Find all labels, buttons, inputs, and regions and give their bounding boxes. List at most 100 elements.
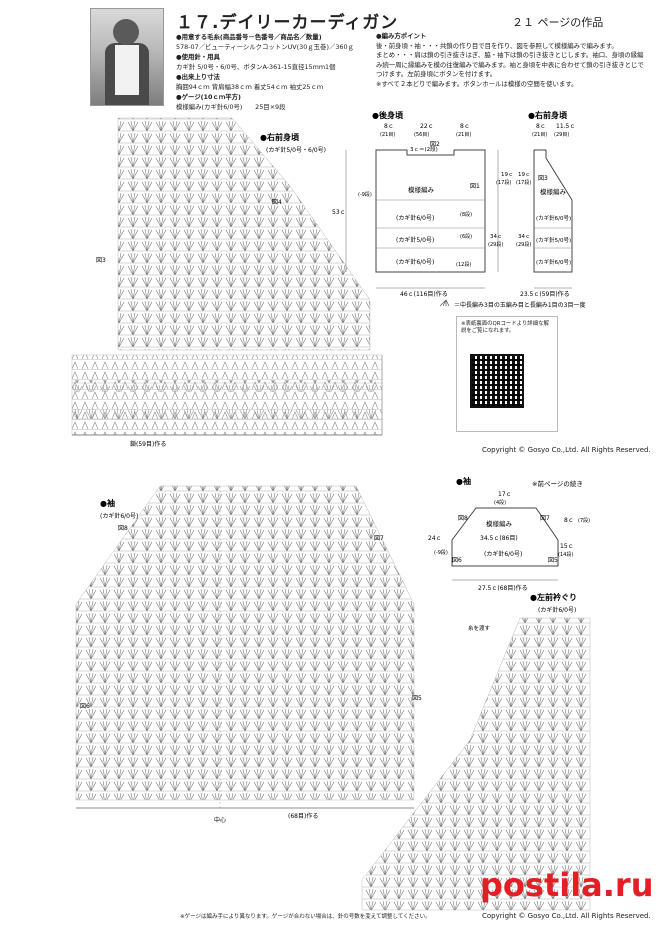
sleeve-schem-fig6: 図6 bbox=[452, 557, 462, 564]
sleeve-schem-fig8: 図8 bbox=[458, 515, 468, 522]
front-side-rows: (29段) bbox=[516, 241, 531, 248]
front-schematic-title: ●右前身頃 bbox=[528, 110, 568, 120]
back-dim-2: 22ｃ bbox=[420, 123, 434, 130]
back-hook-upper: (カギ針6/0号) bbox=[396, 214, 434, 222]
right-front-chart bbox=[71, 117, 383, 436]
back-rows-a: (8段) bbox=[460, 211, 472, 218]
back-rows-b: (6段) bbox=[460, 233, 472, 240]
start-chain-front: 鎖(59目)作る bbox=[130, 440, 166, 448]
sleeve-right-top: 8ｃ bbox=[564, 517, 574, 524]
sleeve-right-mid-rows: (14段) bbox=[558, 551, 573, 558]
size-heading: ●出来上り寸法 bbox=[176, 73, 220, 81]
points-line-2: まとめ・・・肩は鎖の引き抜きはぎ、脇・袖下は鎖の引き抜きとじします。袖口、身頃の… bbox=[376, 51, 644, 78]
left-neck-chart bbox=[361, 617, 591, 911]
yarn-attach: 糸を渡す bbox=[468, 624, 491, 632]
sleeve-schem-width: 27.5ｃ(68目)作る bbox=[478, 584, 528, 592]
fig3-label: 図3 bbox=[96, 257, 106, 264]
front-arm: 19ｃ bbox=[518, 172, 531, 178]
copyright-top: Copyright © Gosyo Co.,Ltd. All Rights Re… bbox=[482, 446, 651, 454]
materials-info: ●用意する毛糸(商品番号－色番号／商品名／数量) 578-07／ビューティーシル… bbox=[176, 32, 372, 112]
back-sub-1: (21目) bbox=[380, 132, 395, 138]
sleeve-top: 17ｃ bbox=[498, 491, 512, 498]
back-gauge-left: (-9段) bbox=[358, 191, 372, 198]
sleeve-top-rows: (4段) bbox=[494, 499, 506, 506]
front-arm-rows: (17段) bbox=[516, 179, 531, 186]
sleeve-fig6: 図6 bbox=[80, 703, 90, 710]
front-sub-1: (21目) bbox=[532, 132, 547, 138]
front-sub-2: (29目) bbox=[554, 132, 569, 138]
yarn-heading: ●用意する毛糸(商品番号－色番号／商品名／数量) bbox=[176, 33, 322, 41]
sleeve-title: ●袖 bbox=[100, 498, 115, 508]
back-title: ●後身頃 bbox=[372, 110, 404, 120]
yarn-value: 578-07／ビューティーシルクコットンUV(30ｇ玉巻)／360ｇ bbox=[176, 43, 354, 51]
continued-note: ※前ページの続き bbox=[532, 479, 583, 488]
back-fig1: 図1 bbox=[470, 183, 480, 190]
back-sub-3: (21目) bbox=[456, 132, 471, 138]
page-title: １７.デイリーカーディガン bbox=[176, 13, 399, 33]
sleeve-right-mid: 15ｃ bbox=[560, 543, 574, 550]
front-schematic bbox=[533, 149, 573, 289]
footer-note: ※ゲージは編み手により異なります。ゲージが合わない場合は、針の号数を変えて調整し… bbox=[180, 914, 431, 920]
back-dim-3: 8ｃ bbox=[460, 123, 470, 130]
sleeve-schem-fig5: 図5 bbox=[548, 557, 558, 564]
left-neck-hook: (カギ針6/0号) bbox=[538, 606, 576, 614]
front-fig3: 図3 bbox=[538, 175, 548, 182]
back-width: 46ｃ(116目)作る bbox=[400, 290, 448, 298]
front-hook-upper: (カギ針6/0号) bbox=[536, 214, 571, 222]
sleeve-schematic-title: ●袖 bbox=[456, 476, 471, 486]
back-arm-rows: (17段) bbox=[496, 179, 511, 186]
fig4-label: 図4 bbox=[272, 199, 282, 206]
front-pattern: 模様編み bbox=[540, 187, 567, 196]
right-front-hook: (カギ針5/0号・6/0号) bbox=[266, 146, 326, 154]
back-fig2: 図2 bbox=[430, 141, 440, 148]
back-arm: 19ｃ bbox=[501, 172, 514, 178]
back-rows-c: (12段) bbox=[456, 261, 471, 268]
sleeve-hook: (カギ針6/0号) bbox=[100, 512, 138, 520]
size-value: 胸囲94ｃｍ 背肩幅38ｃｍ 着丈54ｃｍ 袖丈25ｃｍ bbox=[176, 83, 324, 91]
page-reference: ２１ ページの作品 bbox=[512, 16, 604, 29]
back-neck: 3ｃ＝(2段) bbox=[410, 145, 438, 153]
copyright-bottom: Copyright © Gosyo Co.,Ltd. All Rights Re… bbox=[482, 912, 651, 920]
qr-note-box: ※表紙裏面のQRコードより詳細な解説をご覧になれます。 bbox=[456, 316, 558, 432]
sleeve-chart bbox=[75, 485, 415, 810]
sleeve-right-top-rows: (7段) bbox=[578, 517, 590, 524]
front-dim-1: 8ｃ bbox=[536, 123, 546, 130]
sleeve-fig7: 図7 bbox=[374, 535, 384, 542]
legend-text: ＝中長編み3目の玉編み目と長編み1目の3目一度 bbox=[454, 301, 585, 309]
sleeve-width-inner: 34.5ｃ(86目) bbox=[480, 535, 518, 542]
front-hook-mid: (カギ針5/0号) bbox=[536, 236, 571, 244]
back-schematic bbox=[345, 149, 499, 289]
back-hook-low: (カギ針6/0号) bbox=[396, 258, 434, 266]
sleeve-start-chain: (68目)作る bbox=[288, 812, 318, 820]
back-side: 34ｃ bbox=[490, 234, 503, 240]
qr-note-text: ※表紙裏面のQRコードより詳細な解説をご覧になれます。 bbox=[461, 321, 549, 334]
back-dim-1: 8ｃ bbox=[384, 123, 394, 130]
back-side-rows: (29段) bbox=[488, 241, 503, 248]
points-line-1: 後・前身頃・袖・・・共鎖の作り目で目を作り、図を参照して模様編みで編みます。 bbox=[376, 41, 618, 50]
sleeve-gauge-left: (-9段) bbox=[434, 549, 448, 556]
qr-code-icon bbox=[470, 354, 524, 408]
sleeve-schematic bbox=[451, 507, 559, 581]
sleeve-schem-fig7: 図7 bbox=[540, 515, 550, 522]
tools-heading: ●使用針・用具 bbox=[176, 53, 220, 61]
back-pattern: 模様編み bbox=[408, 185, 435, 194]
back-sub-2: (56目) bbox=[414, 132, 429, 138]
back-hook-mid: (カギ針5/0号) bbox=[396, 236, 434, 244]
points-line-3: ※すべて２本どりで編みます。ボタンホールは模様の空間を使います。 bbox=[376, 79, 578, 88]
sleeve-hook-schem: (カギ針6/0号) bbox=[484, 550, 522, 558]
sleeve-center: 中心 bbox=[214, 816, 226, 824]
front-side: 34ｃ bbox=[518, 234, 531, 240]
front-dim-2: 11.5ｃ bbox=[556, 123, 575, 130]
right-front-title: ●右前身頃 bbox=[260, 132, 300, 142]
points-heading: ●編み方ポイント bbox=[376, 32, 427, 40]
knitting-points: ●編み方ポイント 後・前身頃・袖・・・共鎖の作り目で目を作り、図を参照して模様編… bbox=[376, 32, 648, 89]
front-hook-low: (カギ針6/0号) bbox=[536, 258, 571, 266]
back-height: 53ｃ bbox=[332, 209, 346, 216]
model-photo bbox=[90, 8, 164, 106]
front-width: 23.5ｃ(59目)作る bbox=[520, 290, 570, 298]
sleeve-fig5: 図5 bbox=[412, 695, 422, 702]
watermark: postila.ru bbox=[480, 866, 653, 904]
sleeve-left: 24ｃ bbox=[428, 535, 442, 542]
gauge-heading: ●ゲージ(10ｃｍ平方) bbox=[176, 93, 241, 101]
